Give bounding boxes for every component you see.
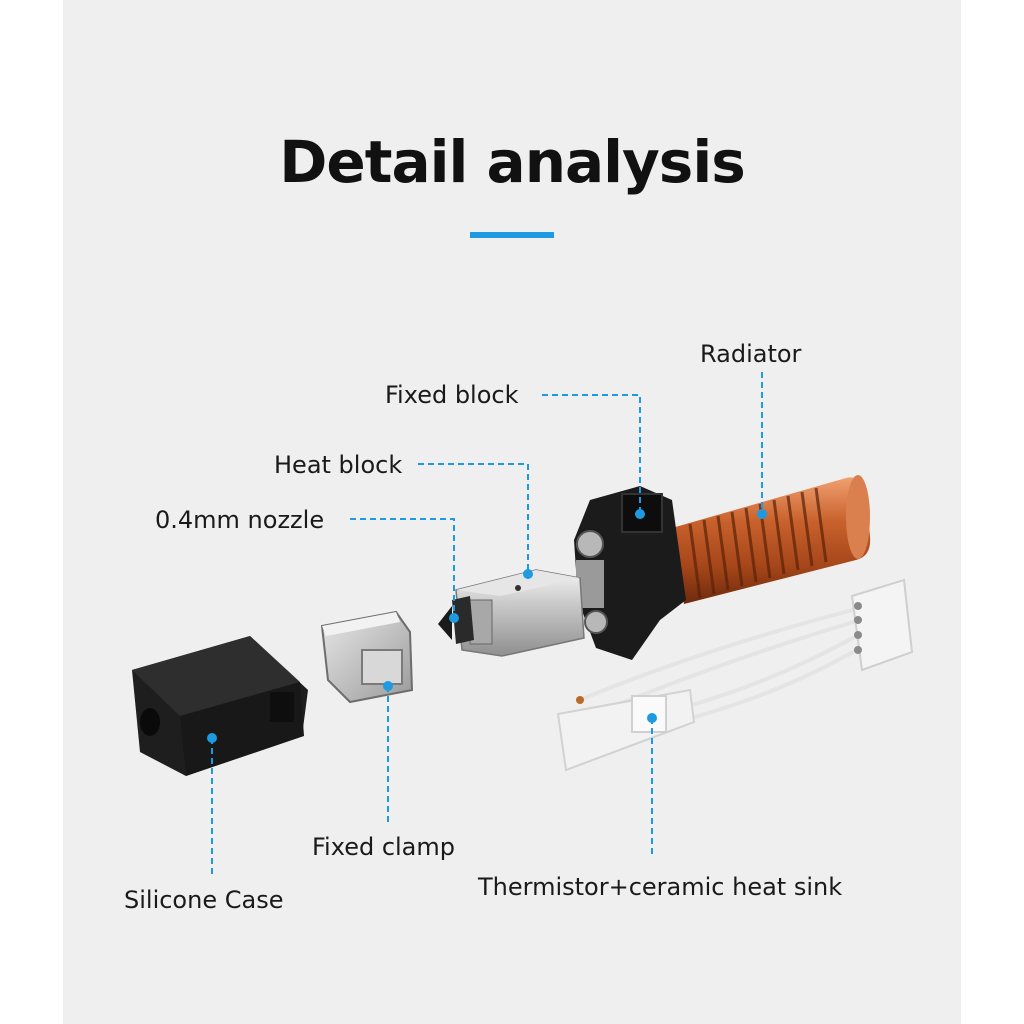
- thermistor-part: [556, 578, 914, 772]
- leader-lines: [211, 372, 763, 876]
- nozzle-part: [438, 596, 474, 644]
- fixed-block-leader: [542, 394, 641, 512]
- thermistor-dot: [647, 713, 657, 723]
- page-title: Detail analysis: [279, 128, 745, 196]
- heat-block-dot: [523, 569, 533, 579]
- fixed-clamp-part: [320, 610, 414, 704]
- radiator-part: [672, 475, 871, 604]
- heat-block-part: [455, 569, 585, 657]
- silicone-case-part: [132, 636, 308, 776]
- fixed-clamp-dot: [383, 681, 393, 691]
- nozzle-leader: [350, 518, 455, 616]
- label-thermistor: Thermistor+ceramic heat sink: [478, 873, 843, 901]
- label-silicone-case: Silicone Case: [124, 886, 284, 914]
- fixed-block-dot: [635, 509, 645, 519]
- label-fixed-clamp: Fixed clamp: [312, 833, 456, 861]
- heat-block-leader: [418, 463, 529, 572]
- nozzle-dot: [449, 613, 459, 623]
- label-radiator: Radiator: [700, 340, 802, 368]
- radiator-dot: [757, 509, 767, 519]
- label-nozzle: 0.4mm nozzle: [155, 506, 325, 534]
- label-fixed-block: Fixed block: [385, 381, 519, 409]
- leader-dots: [207, 509, 767, 743]
- silicone-case-dot: [207, 733, 217, 743]
- label-heat-block: Heat block: [274, 451, 403, 479]
- title-underline: [470, 232, 554, 238]
- fixed-block-part: [574, 486, 686, 660]
